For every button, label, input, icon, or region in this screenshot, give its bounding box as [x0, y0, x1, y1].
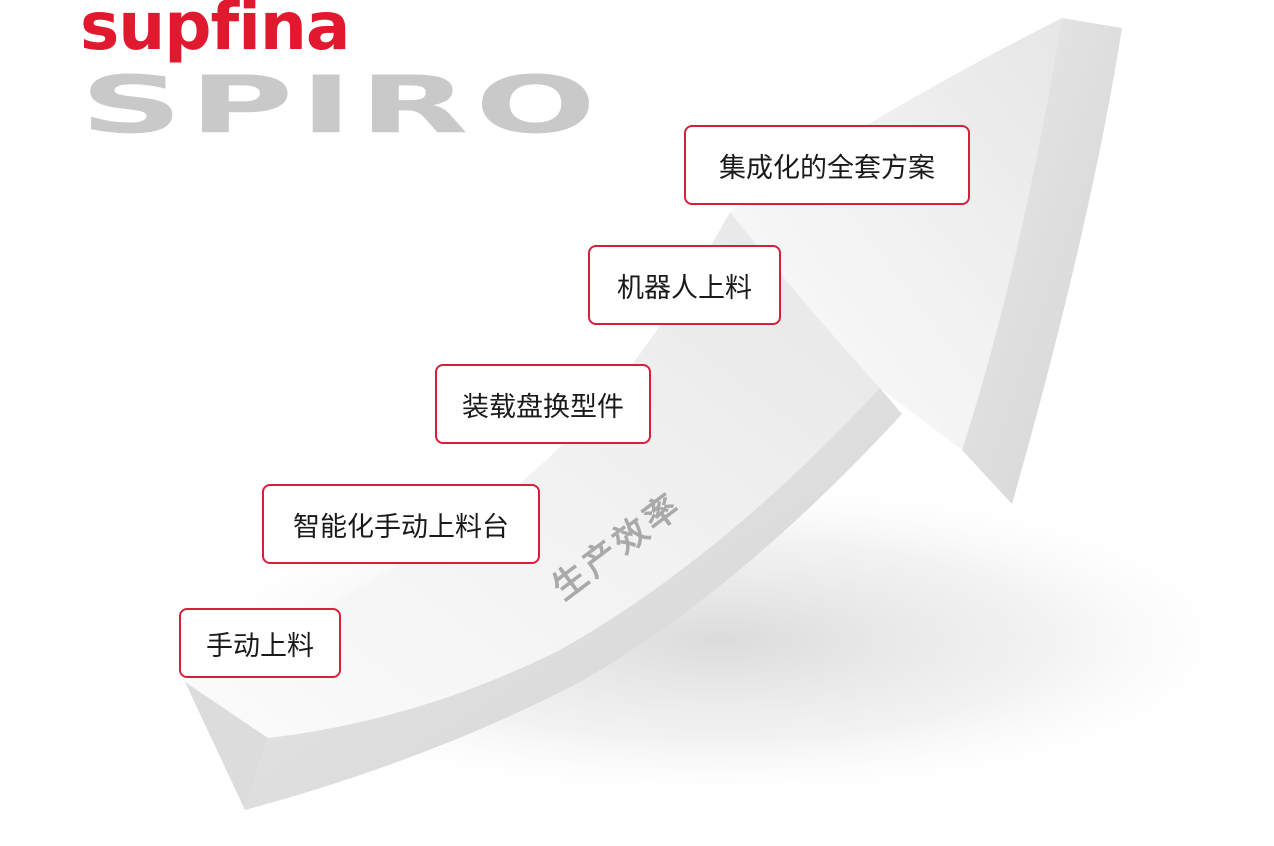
arrow-tail	[185, 682, 268, 810]
step-robot-loading: 机器人上料	[588, 245, 781, 325]
arrow-head	[730, 18, 1062, 450]
brand-logo: supfina	[80, 0, 350, 65]
product-logo: SPIRO	[80, 59, 603, 152]
arrow-shaft-side	[245, 388, 902, 810]
step-manual-loading: 手动上料	[179, 608, 341, 678]
arrow-tip-side	[962, 18, 1122, 504]
step-tray-changeover: 装载盘换型件	[435, 364, 651, 444]
step-integrated-solution: 集成化的全套方案	[684, 125, 970, 205]
arrow-shaft	[185, 212, 880, 738]
step-smart-manual-loading-table: 智能化手动上料台	[262, 484, 540, 564]
